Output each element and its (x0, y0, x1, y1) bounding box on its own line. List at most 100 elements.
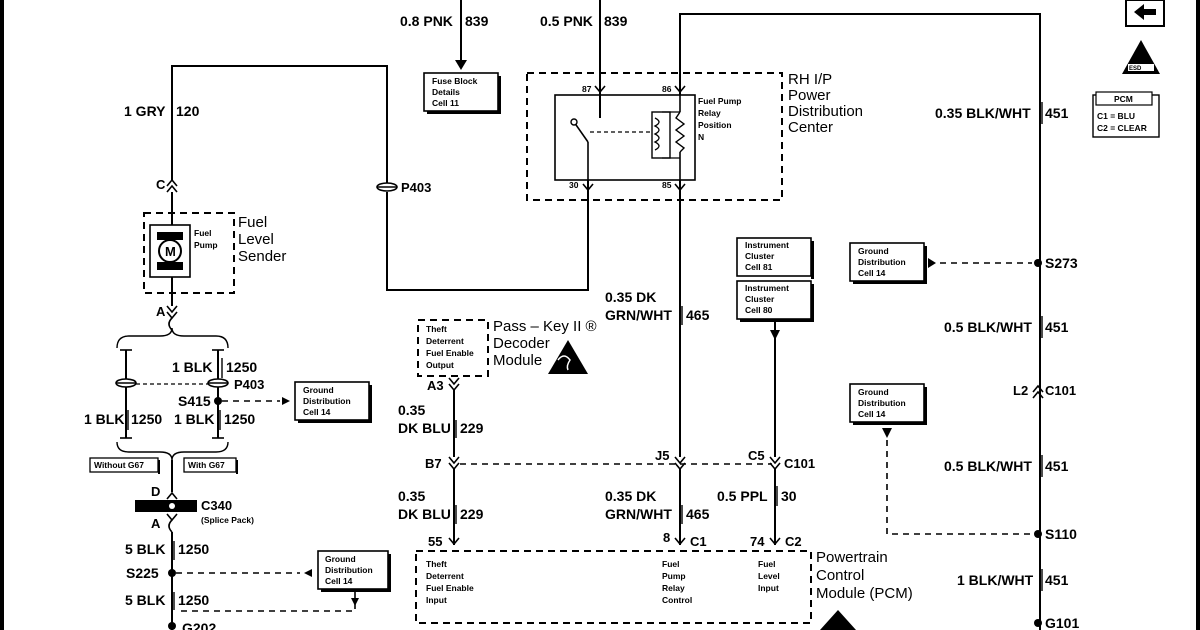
connector-a3-label: A3 (427, 378, 444, 393)
wire-blkwht-2-circuit: 451 (1045, 458, 1069, 474)
wire-pnk-right-circuit: 839 (604, 13, 628, 29)
svg-text:With G67: With G67 (188, 460, 225, 470)
wire-dkgrn-upper-circuit: 465 (686, 307, 710, 323)
wire-blkwht-3-size: 1 BLK/WHT (957, 572, 1034, 588)
svg-text:Ground: Ground (303, 385, 334, 395)
ground-ref-s110[interactable]: Ground Distribution Cell 14 (849, 383, 927, 425)
svg-text:Control: Control (662, 595, 692, 605)
ground-ref-s273[interactable]: Ground Distribution Cell 14 (849, 242, 927, 284)
splice-s225-dot (168, 569, 176, 577)
pcm-c1-label: C1 (690, 534, 707, 549)
ground-g101-label: G101 (1045, 615, 1079, 630)
relay-label-1: Fuel Pump (698, 96, 741, 106)
wire-blkwht-1-size: 0.5 BLK/WHT (944, 319, 1032, 335)
pcm-esd-icon (820, 610, 856, 630)
decoder-title: Pass – Key II ® (493, 318, 597, 335)
back-button[interactable] (1125, 0, 1165, 27)
instrument-cluster-80-ref[interactable]: Instrument Cluster Cell 80 (736, 280, 814, 322)
pin-74-label: 74 (750, 534, 765, 549)
svg-text:Distribution: Distribution (788, 103, 863, 120)
pcm-title: Powertrain (816, 549, 888, 566)
ground-g202-dot (168, 622, 176, 630)
svg-text:Distribution: Distribution (858, 257, 906, 267)
relay-switch (570, 95, 650, 180)
p403-mid-label: P403 (234, 377, 264, 392)
wire-blkwht-top-size: 0.35 BLK/WHT (935, 105, 1031, 121)
svg-text:Cell 14: Cell 14 (325, 576, 353, 586)
wire-gry-120 (171, 65, 388, 183)
svg-text:Distribution: Distribution (303, 396, 351, 406)
svg-text:Ground: Ground (858, 387, 889, 397)
svg-text:Distribution: Distribution (858, 398, 906, 408)
svg-text:Relay: Relay (662, 583, 685, 593)
svg-text:Cell 14: Cell 14 (303, 407, 331, 417)
pin-8-label: 8 (663, 530, 670, 545)
svg-text:Pump: Pump (662, 571, 686, 581)
rh-ip-title: RH I/P (788, 71, 832, 88)
p403-top-label: P403 (401, 180, 431, 195)
fuel-level-sender-title: Fuel (238, 214, 267, 231)
relay-coil (651, 95, 686, 180)
ground-g101-dot (1034, 619, 1042, 627)
svg-text:Level: Level (758, 571, 780, 581)
connector-a-c340-label: A (151, 516, 161, 531)
ground-ref-s415[interactable]: Ground Distribution Cell 14 (294, 381, 372, 423)
connector-c5-label: C5 (748, 448, 765, 463)
wire-ppl-circuit: 30 (781, 488, 797, 504)
relay-label-3: Position (698, 120, 732, 130)
fuel-pump-relay[interactable] (554, 94, 696, 181)
svg-text:Center: Center (788, 119, 833, 136)
wire-dkblu-upper-size1: 0.35 (398, 402, 425, 418)
wire-blk-top-size: 1 BLK (172, 359, 212, 375)
without-g67-tag: Without G67 (89, 457, 160, 474)
ground-g202-label: G202 (182, 620, 216, 630)
svg-text:Module: Module (493, 352, 542, 369)
wire-blk5-upper-size: 5 BLK (125, 541, 165, 557)
ground-ref-s225[interactable]: Ground Distribution Cell 14 (317, 550, 391, 592)
wire-pnk-left (455, 0, 467, 70)
wire-blk5-lower-circuit: 1250 (178, 592, 209, 608)
svg-text:Deterrent: Deterrent (426, 571, 464, 581)
wire-blk5-upper-circuit: 1250 (178, 541, 209, 557)
splice-s110-dot (1034, 530, 1042, 538)
wire-dkgrn-upper-size2: GRN/WHT (605, 307, 672, 323)
wire-blkwht-2-size: 0.5 BLK/WHT (944, 458, 1032, 474)
svg-text:Cell 14: Cell 14 (858, 268, 886, 278)
wire-blkwht-1-circuit: 451 (1045, 319, 1069, 335)
c340-note: (Splice Pack) (201, 515, 254, 525)
fuel-level-sender-boundary (143, 212, 235, 294)
connector-a-sender-label: A (156, 304, 166, 319)
wire-blk-top-circuit: 1250 (226, 359, 257, 375)
motor-symbol: M (165, 244, 176, 259)
splice-s273-dot (1034, 259, 1042, 267)
fuse-block-ref[interactable]: Fuse Block Details Cell 11 (423, 72, 501, 114)
svg-text:Sender: Sender (238, 248, 286, 265)
esd-icon (548, 340, 588, 374)
wire-dkgrn-upper-size1: 0.35 DK (605, 289, 656, 305)
instrument-cluster-81-ref[interactable]: Instrument Cluster Cell 81 (736, 237, 814, 279)
wire-blkwht-3-circuit: 451 (1045, 572, 1069, 588)
pcm-boundary (415, 550, 812, 624)
power-distribution-center-boundary (526, 72, 783, 201)
pin-87-label: 87 (582, 84, 592, 94)
svg-text:Decoder: Decoder (493, 335, 550, 352)
wire-pnk-left-circuit: 839 (465, 13, 489, 29)
svg-text:Power: Power (788, 87, 831, 104)
svg-text:Cell 81: Cell 81 (745, 262, 773, 272)
c340-label: C340 (201, 498, 232, 513)
legend-title: PCM (1114, 94, 1133, 104)
pcm-c2-label: C2 (785, 534, 802, 549)
svg-text:Ground: Ground (858, 246, 889, 256)
svg-text:Cluster: Cluster (745, 251, 775, 261)
wire-dkblu-lower-size2: DK BLU (398, 506, 451, 522)
wire-ppl-size: 0.5 PPL (717, 488, 768, 504)
pin-85-label: 85 (662, 180, 672, 190)
svg-text:Details: Details (432, 87, 460, 97)
esd-warning-icon: ESD (1122, 40, 1160, 74)
svg-text:Cluster: Cluster (745, 294, 775, 304)
pin-86-label: 86 (662, 84, 672, 94)
wire-dkgrn-lower-size2: GRN/WHT (605, 506, 672, 522)
wire-relay-30 (386, 180, 589, 291)
connector-d-label: D (151, 484, 160, 499)
